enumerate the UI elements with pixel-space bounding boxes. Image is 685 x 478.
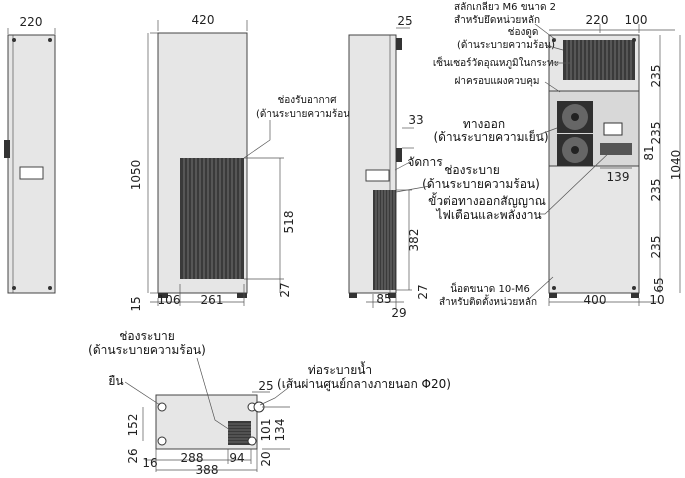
bottom-drain-label-1: ท่อระบายน้ำ — [308, 361, 372, 377]
bottom-dim-134: 134 — [273, 419, 287, 442]
rear-top-100: 100 — [625, 13, 648, 27]
rear-terminal-label-2: ไฟเตือนและพลังงาน — [435, 208, 541, 222]
front-bottom-offset-dim: 27 — [278, 282, 292, 297]
rear-dim-235-4: 235 — [649, 236, 663, 259]
rear-cover-label: ฝาครอบแผงควบคุม — [454, 76, 539, 87]
rear-dim-235-2: 235 — [649, 122, 663, 145]
rear-intake-label-1: ช่องดูด — [508, 27, 539, 38]
rear-view: 220 100 235 235 235 235 65 1040 81 139 4… — [428, 1, 683, 308]
right-outlet-label-2: (ด้านระบายความร้อน) — [422, 177, 540, 191]
right-side-outlet-grille — [373, 190, 396, 290]
left-width-dim: 220 — [20, 15, 43, 29]
rear-dim-81: 81 — [642, 145, 656, 160]
front-view: 420 1050 518 27 106 261 15 ช่องรับอากาศ … — [129, 13, 354, 312]
right-outlet-height-dim: 382 — [407, 229, 421, 252]
front-left-offset-dim: 106 — [158, 293, 181, 307]
rear-exit-label-1: ทางออก — [463, 117, 505, 131]
bottom-dim-388: 388 — [196, 463, 219, 477]
front-height-dim: 1050 — [129, 160, 143, 191]
bottom-outlet-label-1: ช่องระบาย — [119, 329, 175, 343]
front-width-dim: 420 — [192, 13, 215, 27]
bottom-outlet-grille — [228, 421, 251, 445]
rear-exit-label-2: (ด้านระบายความเย็น) — [433, 129, 548, 144]
rear-fan-1 — [557, 101, 593, 133]
rear-dim-1040: 1040 — [669, 150, 683, 181]
front-intake-height-dim: 518 — [282, 211, 296, 234]
rear-terminal-block — [600, 143, 632, 155]
right-side-hinge-1 — [396, 148, 402, 162]
front-intake-grille — [180, 158, 244, 279]
handle-label: จัดการ — [407, 155, 443, 169]
rear-display — [603, 122, 623, 136]
left-side-handle — [19, 166, 44, 180]
bottom-dim-25: 25 — [258, 379, 273, 393]
rear-bottom-10: 10 — [649, 293, 664, 307]
bottom-dim-152: 152 — [126, 414, 140, 437]
rear-sensor-label: เซ็นเซอร์วัดอุณหภูมิในกระทะ — [433, 55, 559, 69]
bottom-dim-101: 101 — [259, 419, 273, 442]
rear-intake-label-2: (ด้านระบายความร้อน) — [457, 39, 555, 51]
rear-dim-139: 139 — [607, 170, 630, 184]
bottom-dim-20: 20 — [259, 451, 273, 466]
front-bottom-gap-dim: 15 — [129, 296, 143, 311]
rear-bolt-label-1: สลักเกลียว M6 ขนาด 2 — [454, 1, 556, 13]
right-depth-dim: 29 — [391, 306, 406, 320]
bottom-view: 152 26 16 288 94 388 25 101 134 20 ช่องร… — [88, 329, 451, 477]
right-bottom-dim: 27 — [416, 284, 430, 299]
right-outlet-label-1: ช่องระบาย — [444, 163, 500, 177]
bottom-foot-label: ยืน — [108, 374, 123, 388]
bottom-outlet-label-2: (ด้านระบายความร้อน) — [88, 343, 206, 357]
bottom-dim-16: 16 — [142, 456, 157, 470]
rear-bolt-label-2: สำหรับยึดหน่วยหลัก — [454, 14, 540, 26]
right-top-dim: 25 — [397, 14, 412, 28]
rear-terminal-label-1: ขั้วต่อทางออกสัญญาณ — [428, 192, 546, 208]
rear-bottom-400: 400 — [584, 293, 607, 307]
right-side-hinge-2 — [396, 38, 402, 50]
rear-nut-label-2: สำหรับติดตั้งหน่วยหลัก — [439, 294, 537, 308]
bottom-foot-2 — [157, 436, 167, 446]
left-side-view: 220 — [4, 15, 56, 294]
front-intake-label-1: ช่องรับอากาศ — [277, 95, 337, 106]
right-side-handle — [365, 169, 390, 182]
left-side-body — [7, 34, 56, 294]
right-outlet-width-dim: 85 — [376, 292, 391, 306]
rear-dim-235-3: 235 — [649, 179, 663, 202]
bottom-dim-26: 26 — [126, 448, 140, 463]
bottom-drain-label-2: (เส้นผ่านศูนย์กลางภายนอก Φ20) — [277, 377, 451, 392]
bottom-foot-4 — [247, 436, 257, 446]
rear-dim-235-1: 235 — [649, 65, 663, 88]
front-intake-width-dim: 261 — [201, 293, 224, 307]
rear-dim-65: 65 — [652, 277, 666, 292]
bottom-dim-94: 94 — [229, 451, 244, 465]
front-intake-label-2: (ด้านระบายความร้อน) — [256, 108, 354, 120]
rear-top-220: 220 — [586, 13, 609, 27]
left-side-hinge — [4, 140, 10, 158]
bottom-dim-288: 288 — [181, 451, 204, 465]
right-side-view: 25 33 382 27 85 29 จัดการ ช่องระบาย (ด้า… — [348, 14, 540, 320]
rear-nut-label-1: น็อตขนาด 10-M6 — [450, 281, 530, 295]
rear-fan-2 — [557, 134, 593, 166]
right-dim-33: 33 — [408, 113, 423, 127]
rear-intake-grille — [563, 40, 635, 80]
